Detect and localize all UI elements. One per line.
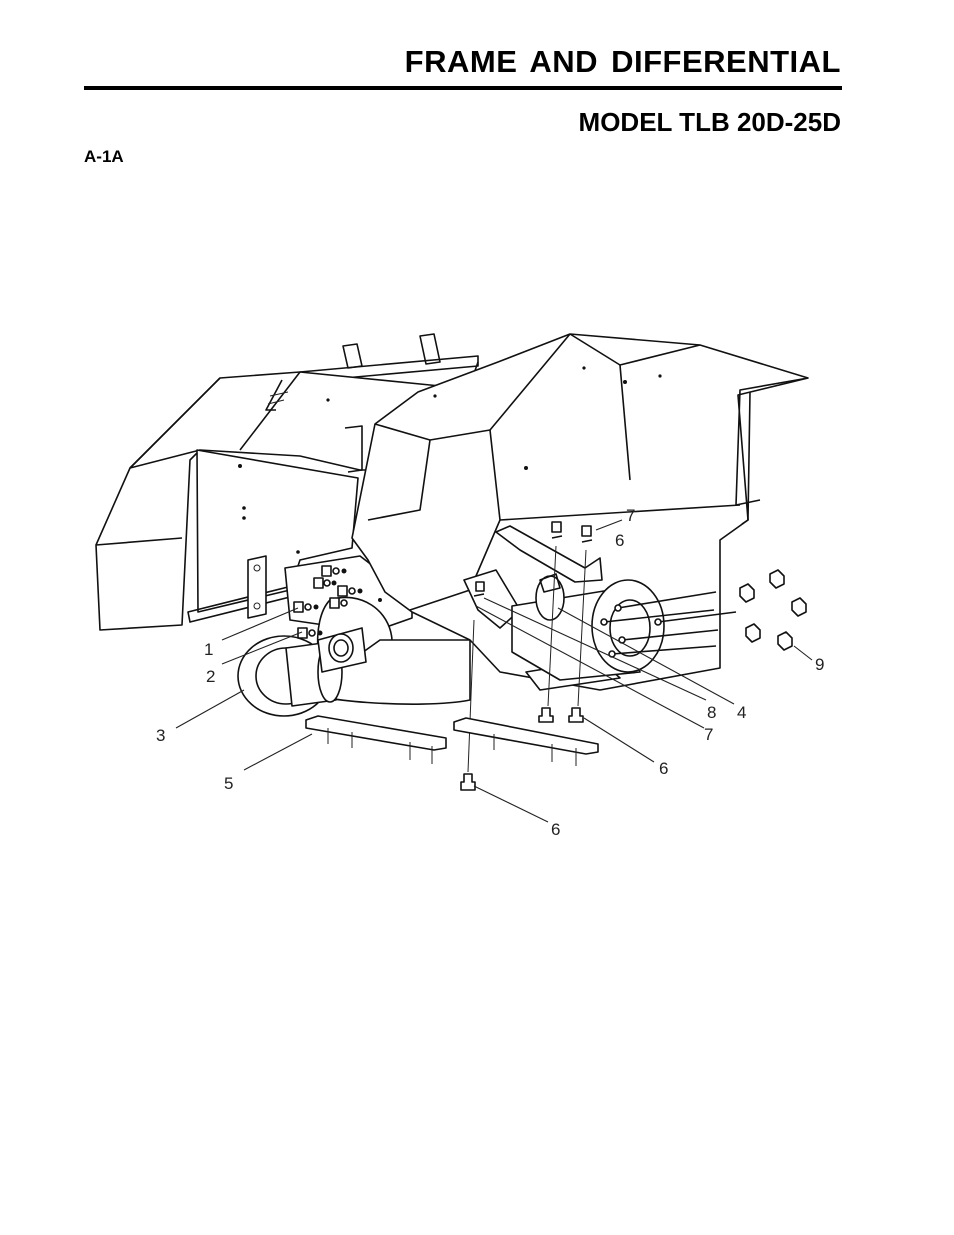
- mount-bolts: [293, 565, 363, 639]
- top-bolts: [473, 521, 593, 707]
- rear-brackets: [291, 333, 479, 401]
- figure-id: A-1A: [84, 147, 124, 166]
- callout-1: 1: [204, 640, 213, 659]
- callout-6-top: 6: [615, 531, 624, 550]
- callout-6-right: 6: [659, 759, 668, 778]
- callout-5: 5: [224, 774, 233, 793]
- model-title: MODEL TLB 20D-25D: [578, 107, 841, 137]
- callout-8: 8: [707, 703, 716, 722]
- bolt-row-lower: [293, 601, 323, 639]
- callout-7-lower: 7: [704, 725, 713, 744]
- callout-numbers: 1 2 3 4 5 6 6 6 7 7 8 9: [156, 506, 824, 839]
- left-side-plate: [187, 449, 359, 623]
- bolt-row-upper: [313, 565, 363, 609]
- left-axle-drum: [237, 627, 367, 717]
- callout-3: 3: [156, 726, 165, 745]
- callout-4: 4: [737, 703, 746, 722]
- right-axle-hub: [511, 573, 737, 681]
- callout-6-bottom: 6: [551, 820, 560, 839]
- callout-2: 2: [206, 667, 215, 686]
- floor-plates: [305, 715, 599, 766]
- callout-7-top: 7: [626, 506, 635, 525]
- wheel-nuts: [739, 569, 807, 651]
- lower-bolts: [460, 619, 584, 791]
- center-tower: [326, 333, 809, 691]
- callout-9: 9: [815, 655, 824, 674]
- leader-lines: [175, 519, 813, 823]
- header-divider: [84, 86, 842, 90]
- page-title: FRAME AND DIFFERENTIAL: [404, 44, 841, 79]
